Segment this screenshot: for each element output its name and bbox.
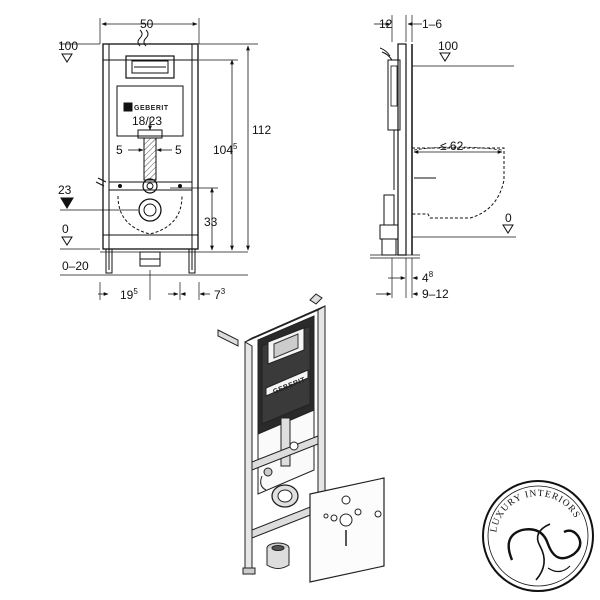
cistern [116,85,184,137]
floor-range-label: 0–20 [62,259,89,273]
height-frame-sup: 5 [233,142,238,151]
depth-label: 12 [379,17,393,31]
front-view-labels: 50 100 23 0 0–20 112 1045 18/23 5 5 33 1… [58,17,271,302]
bowl-height-label: 33 [204,215,218,229]
bottom-offset-sup: 8 [429,270,434,279]
svg-text:48: 48 [422,270,434,285]
frame-render: GEBERIT [217,293,385,583]
bottom-right-label: 7 [214,288,221,302]
top-level-label: 100 [58,39,78,53]
wall-range-label: 1–6 [422,17,442,31]
side-frame [397,43,407,256]
front-brand: GEBERIT [134,105,169,112]
frame-outline [102,43,199,250]
height-frame-label: 104 [213,143,233,157]
side-floor-label: 0 [505,211,512,225]
pipe-label: 18/23 [132,114,162,128]
installation-template [309,477,385,583]
bottom-offset-label: 4 [422,271,429,285]
svg-text:73: 73 [214,287,226,302]
bottom-right-sup: 3 [221,287,226,296]
bottom-range-label: 9–12 [422,287,449,301]
side-view [370,15,516,298]
front-view: GEBERIT [60,18,258,300]
svg-text:195: 195 [120,287,138,302]
svg-text:1045: 1045 [213,142,238,157]
offset-left-label: 5 [116,143,123,157]
bottom-left-sup: 5 [133,287,138,296]
side-view-labels: 12 1–6 100 ≤ 62 0 48 9–12 [379,17,512,301]
height-total-label: 112 [252,123,271,137]
luxury-interiors-logo: LUXURY INTERIORS [482,480,594,592]
projection-label: ≤ 62 [440,139,464,153]
offset-right-label: 5 [175,143,182,157]
width-label: 50 [140,17,154,31]
flush-plate [125,55,175,79]
bottom-left-label: 19 [120,288,134,302]
floor-label: 0 [62,222,69,236]
side-top-level-label: 100 [438,39,458,53]
drain-height-label: 23 [58,183,72,197]
